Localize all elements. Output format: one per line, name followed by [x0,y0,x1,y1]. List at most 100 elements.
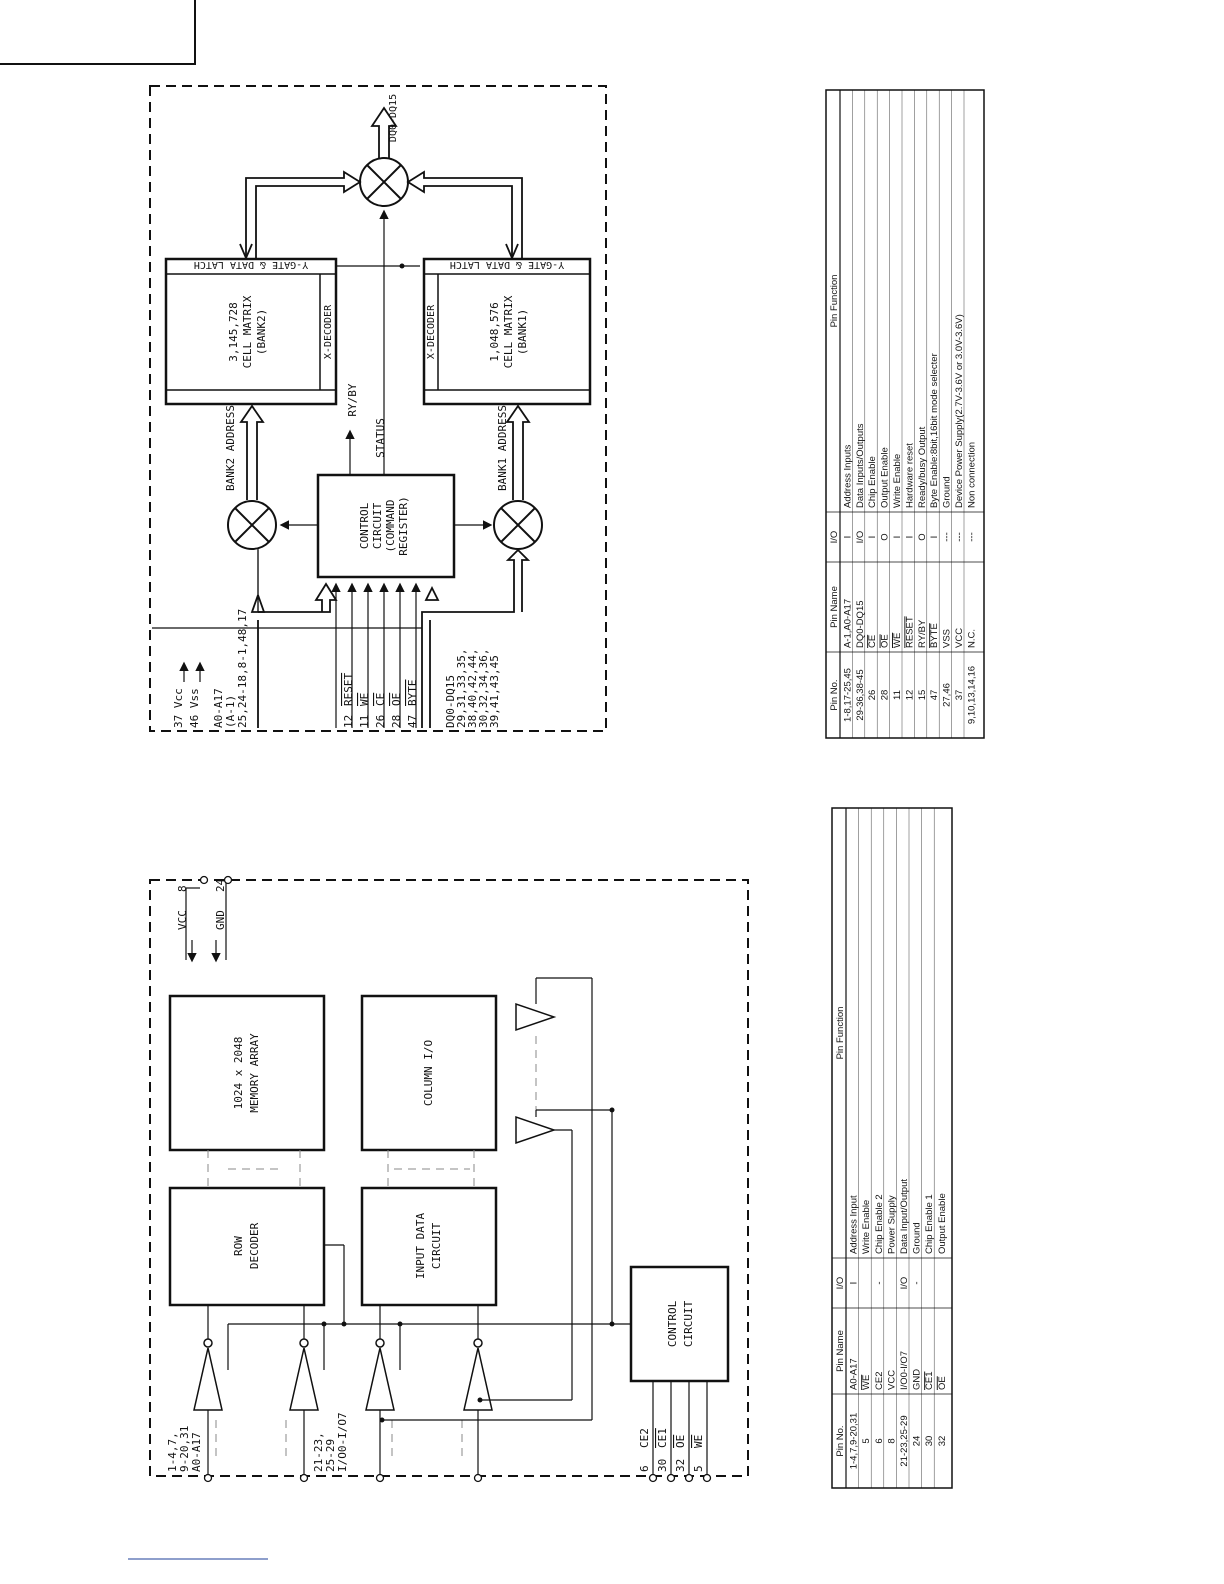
sram-pin-oe: OE [674,1435,687,1448]
table-cell: 15 [917,690,928,701]
row-decoder-line1: ROW [232,1236,245,1256]
table-cell: 47 [929,690,940,701]
input-data-line2: CIRCUIT [430,1222,443,1269]
bank2-xdecoder-label: X-DECODER [323,304,334,359]
table-cell: I [929,536,940,539]
sram-pin-ce1: CE1 [656,1428,669,1448]
sram-pin-ce2-num: 6 [638,1465,651,1472]
table-cell: CE [867,635,878,648]
sram-vcc-pin: 8 [176,885,189,892]
flash-block-diagram: 3,145,728 CELL MATRIX (BANK2) X-DECODER … [149,85,607,732]
table-cell: I [892,536,903,539]
table-cell: RESET [904,616,915,648]
sram-pin-we-num: 5 [692,1465,705,1472]
bank1-line3: (BANK1) [516,309,529,355]
bank2-address-mux [227,500,277,550]
flash-addr-line1: A0-A17 [212,688,225,728]
table-cell: Address Input [849,1195,860,1254]
bank1-ygate-label: Y-GATE & DATA LATCH [450,259,564,270]
table-cell: I [842,536,853,539]
table-cell: WE [892,633,903,648]
table-cell: 11 [892,690,903,700]
flash-ctrl-line4: REGISTER) [397,496,410,556]
table-cell: Chip Enable [867,456,878,508]
table-cell: I [867,536,878,539]
memory-array-line2: MEMORY ARRAY [248,1033,261,1113]
bank1-line1: 1,048,576 [488,302,501,362]
flash-pin-we-num: 11 [358,715,371,728]
sram-io-line3: I/O0-I/O7 [336,1412,349,1472]
sram-block-diagram: ROW DECODER 1024 x 2048 MEMORY ARRAY INP… [149,875,749,1483]
flash-pin-byte-num: 47 [406,715,419,728]
table-cell: Address Inputs [842,444,853,508]
table-header-cell: Pin No. [835,1425,846,1456]
flash-dq-line3: 38,40,42,44, [466,649,479,728]
flash-dq-line4: 30,32,34,36, [477,649,490,728]
table-cell: VSS [942,629,953,648]
sram-column-io [360,994,498,1152]
table-cell: 28 [880,690,891,701]
table-cell: - [912,1281,923,1284]
table-cell: WE [861,1375,872,1390]
table-cell: 1-8,17-25,45 [842,668,853,722]
bank1-address-mux [493,500,543,550]
table-cell: A-1,A0-A17 [842,599,853,648]
data-output-mux [359,157,409,207]
table-cell: CE1 [924,1372,935,1390]
table-cell: Hardware reset [904,443,915,508]
table-header-cell: I/O [829,531,840,544]
table-cell: Chip Enable 2 [874,1194,885,1254]
table-cell: Ground [912,1222,923,1254]
flash-pin-ce-num: 26 [374,715,387,728]
table-cell: Write Enable [861,1200,872,1254]
flash-pin-oe: OE [390,693,403,706]
flash-dq-line1: DQ0-DQ15 [444,675,457,728]
flash-pin-we: WE [358,693,371,706]
table-cell: --- [954,532,965,542]
table-header-cell: I/O [835,1277,846,1290]
table-cell: 12 [904,690,915,701]
table-cell: BYTE [929,623,940,648]
table-cell: I/O [855,531,866,544]
table-cell: 5 [861,1438,872,1443]
flash-vss-label: 46 Vss [188,688,201,728]
sram-input-data-circuit [360,1186,498,1307]
table-cell: DQ0-DQ15 [855,600,866,648]
sram-control-circuit [629,1265,730,1383]
table-cell: I [849,1282,860,1285]
flash-vcc-label: 37 Vcc [172,688,185,728]
dq-output-label: DQ0-DQ15 [388,94,399,142]
table-cell: - [874,1281,885,1284]
table-cell: I [904,536,915,539]
table-cell: VCC [886,1370,897,1390]
sram-addr-line3: A0-A17 [190,1432,203,1472]
table-cell: GND [912,1369,923,1390]
table-cell: Data Inputs/Outputs [855,423,866,508]
bank2-line2: CELL MATRIX [241,295,254,368]
table-cell: 30 [924,1436,935,1447]
row-decoder-line2: DECODER [248,1222,261,1269]
table-cell: 8 [886,1438,897,1443]
table-cell: 27,46 [942,683,953,707]
corner-frame [0,0,196,65]
memory-array-line1: 1024 x 2048 [232,1037,245,1110]
sram-memory-array [168,994,326,1152]
sram-gnd-pin: 24 [214,878,227,892]
table-cell: Chip Enable 1 [924,1194,935,1254]
table-cell: Byte Enable:8bit,16bit mode selecter [929,353,940,508]
sram-io-line1: 21-23, [312,1432,325,1472]
bank1-xdecoder-label: X-DECODER [426,304,437,359]
bank2-cell-matrix [164,257,338,406]
sram-gnd-label: GND [214,910,227,930]
table-cell: OE [880,634,891,648]
table-cell: Output Enable [937,1193,948,1254]
table-cell: N.C. [966,629,977,648]
table-cell: Device Power Supply(2.7V-3.6V or 3.0V-3.… [954,314,965,508]
sram-addr-line1: 1-4,7, [166,1432,179,1472]
flash-ctrl-line3: (COMMAND [384,500,397,553]
flash-dq-line5: 39,41,43,45 [488,655,501,728]
bank1-line2: CELL MATRIX [502,295,515,368]
